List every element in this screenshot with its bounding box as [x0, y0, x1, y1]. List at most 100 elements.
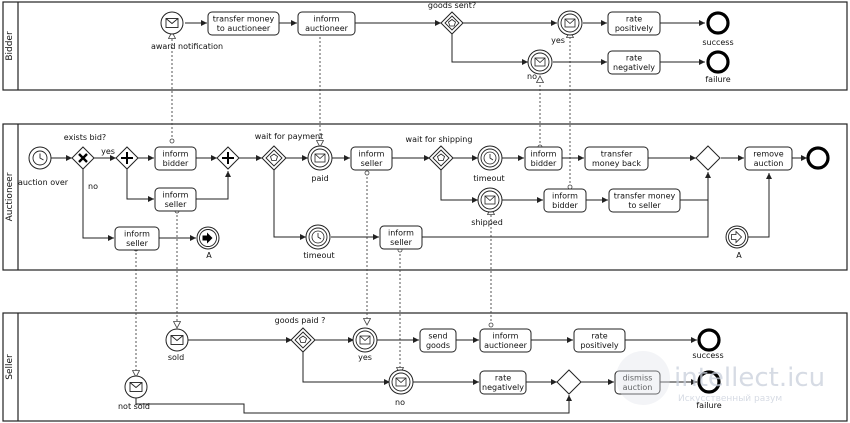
start-event-auction-over [28, 146, 52, 170]
gateway-auctioneer-merge [695, 145, 721, 171]
svg-text:positively: positively [580, 341, 619, 350]
svg-text:dismiss: dismiss [623, 374, 653, 383]
svg-text:transfer: transfer [601, 150, 633, 159]
plus-icon [222, 152, 234, 164]
task-rate-negatively-bidder[interactable]: rate negatively [607, 50, 661, 75]
start-event-sold [165, 328, 189, 352]
svg-text:negatively: negatively [613, 63, 655, 72]
svg-text:remove: remove [753, 150, 783, 159]
gateway-parallel-join [216, 146, 240, 170]
watermark: intellect.icu Искусственный разум [616, 351, 825, 405]
arrow-right-outline-icon [731, 230, 743, 244]
task-send-goods[interactable]: send goods [419, 328, 457, 353]
task-inform-seller-paid[interactable]: inform seller [350, 146, 393, 171]
event-award-notification [160, 11, 184, 35]
label-auction-over: auction over [18, 178, 69, 187]
event-seller-yes [352, 327, 378, 353]
event-shipped [477, 187, 503, 213]
event-bidder-yes [557, 10, 583, 36]
label-sold: sold [168, 353, 184, 362]
label-goods-sent: goods sent? [428, 1, 476, 10]
arrow-right-icon [202, 232, 213, 244]
task-transfer-money-to-seller[interactable]: transfer money to seller [608, 188, 681, 213]
pentagon-icon [299, 335, 307, 343]
message-flows [136, 31, 570, 377]
svg-text:inform: inform [493, 332, 519, 341]
task-rate-positively-seller[interactable]: rate positively [573, 328, 626, 353]
label-seller-no: no [395, 398, 405, 407]
gateway-goods-sent [440, 11, 464, 35]
task-inform-bidder-a[interactable]: inform bidder [154, 146, 197, 171]
end-event-seller-failure [697, 370, 721, 394]
label-exists-bid: exists bid? [64, 133, 106, 142]
task-inform-seller-not-sold[interactable]: inform seller [114, 226, 160, 251]
svg-text:seller: seller [361, 159, 383, 168]
svg-text:bidder: bidder [531, 159, 557, 168]
svg-text:inform: inform [388, 229, 414, 238]
svg-text:rate: rate [626, 54, 642, 63]
pool-bidder: Bidder [2, 1, 848, 91]
svg-text:positively: positively [615, 24, 654, 33]
event-seller-no [388, 369, 414, 395]
end-event-seller-success [697, 328, 721, 352]
task-inform-seller-timeout[interactable]: inform seller [379, 225, 423, 250]
svg-text:inform: inform [531, 150, 557, 159]
task-seller-inform-auctioneer[interactable]: inform auctioneer [479, 328, 532, 353]
label-bidder-success: success [702, 38, 733, 47]
label-paid: paid [311, 174, 328, 183]
event-timeout-shipping [477, 145, 503, 171]
svg-text:send: send [428, 332, 447, 341]
svg-text:bidder: bidder [552, 201, 578, 210]
svg-text:inform: inform [124, 230, 150, 239]
task-transfer-money-to-auctioneer[interactable]: transfer money to auctioneer [207, 11, 280, 36]
pool-label-auctioneer: Auctioneer [5, 172, 15, 221]
svg-text:inform: inform [163, 191, 189, 200]
task-inform-bidder-shipped[interactable]: inform bidder [543, 188, 587, 213]
svg-text:seller: seller [126, 239, 148, 248]
task-bidder-inform-auctioneer[interactable]: inform auctioneer [297, 11, 356, 36]
label-bidder-yes: yes [551, 36, 565, 45]
svg-text:rate: rate [626, 15, 642, 24]
label-link-a2: A [736, 251, 742, 260]
end-event-bidder-failure [706, 50, 730, 74]
pool-label-seller: Seller [5, 354, 15, 380]
label-bidder-no: no [527, 72, 537, 81]
svg-text:goods: goods [426, 341, 450, 350]
svg-text:rate: rate [591, 332, 607, 341]
label-exists-bid-no: no [88, 182, 98, 191]
link-event-catch-a [725, 225, 749, 249]
event-timeout-payment [305, 224, 331, 250]
start-event-not-sold [124, 375, 148, 399]
svg-text:auctioneer: auctioneer [484, 341, 528, 350]
svg-text:inform: inform [163, 150, 189, 159]
label-not-sold: not sold [118, 402, 150, 411]
svg-text:auction: auction [754, 159, 784, 168]
label-award-notification: award notification [151, 42, 223, 51]
watermark-tagline: Искусственный разум [678, 394, 782, 404]
pentagon-icon [270, 153, 278, 161]
sequence-flows [51, 20, 807, 414]
task-remove-auction[interactable]: remove auction [744, 146, 793, 171]
pentagon-icon [448, 19, 456, 27]
svg-text:to seller: to seller [628, 201, 661, 210]
task-inform-seller-a[interactable]: inform seller [154, 187, 197, 212]
svg-text:bidder: bidder [163, 159, 189, 168]
label-seller-success: success [692, 351, 723, 360]
svg-text:transfer money: transfer money [213, 15, 275, 24]
task-rate-negatively-seller[interactable]: rate negatively [479, 370, 527, 395]
task-dismiss-auction[interactable]: dismiss auction [614, 370, 661, 395]
svg-text:transfer money: transfer money [614, 192, 676, 201]
task-rate-positively-bidder[interactable]: rate positively [607, 11, 661, 36]
task-transfer-money-back[interactable]: transfer money back [584, 146, 649, 171]
label-shipped: shipped [471, 218, 503, 227]
svg-text:rate: rate [495, 374, 511, 383]
gateway-parallel-split [115, 146, 139, 170]
label-wait-for-shipping: wait for shipping [406, 135, 473, 144]
task-inform-bidder-timeout[interactable]: inform bidder [524, 146, 563, 171]
gateway-goods-paid [290, 327, 316, 353]
gateway-exists-bid [71, 146, 95, 170]
svg-text:to auctioneer: to auctioneer [217, 24, 271, 33]
label-timeout-payment: timeout [303, 251, 334, 260]
label-exists-bid-yes: yes [101, 147, 115, 156]
